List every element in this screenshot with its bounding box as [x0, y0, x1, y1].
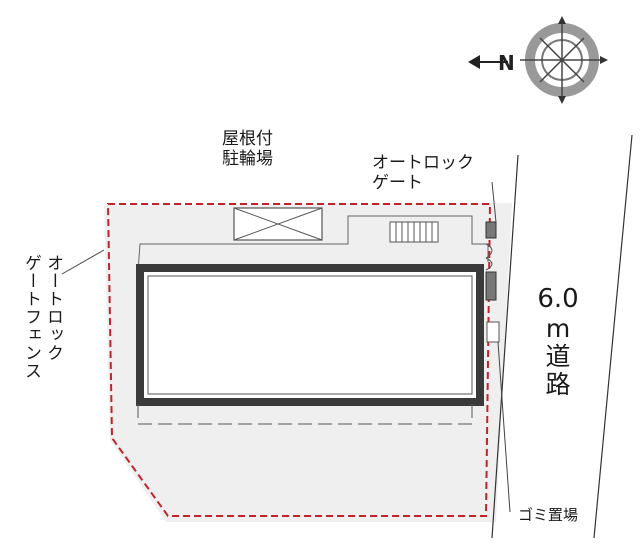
property-boundary	[106, 203, 492, 517]
autolock-gate-fence-label-col2: ゲートフェンス	[21, 254, 41, 380]
compass-rose	[520, 16, 608, 104]
road-word-2: 路	[545, 370, 571, 399]
road-width: 6.0	[537, 284, 579, 314]
north-arrow-icon	[468, 55, 508, 69]
north-letter: N	[498, 51, 515, 75]
gate-elements	[485, 221, 500, 343]
leader-lines	[61, 181, 511, 513]
walkway-outline	[137, 215, 489, 273]
autolock-gate-fence-label: オートロック ゲートフェンス	[20, 254, 64, 380]
stairs	[389, 221, 439, 243]
garbage-area-label: ゴミ置場	[518, 506, 579, 524]
bike-parking-label-line1: 屋根付	[222, 129, 273, 149]
eaves-line	[137, 404, 473, 425]
road-unit: m	[545, 314, 571, 343]
bike-parking	[233, 207, 323, 241]
autolock-gate-label: オートロック ゲート	[372, 153, 474, 193]
bike-parking-label-line2: 駐輪場	[222, 149, 273, 169]
autolock-gate-label-line1: オートロック	[372, 153, 474, 173]
autolock-gate-fence-label-col1: オートロック	[43, 254, 63, 362]
building	[136, 264, 484, 406]
bike-parking-label: 屋根付 駐輪場	[222, 129, 273, 169]
autolock-gate-label-line2: ゲート	[372, 173, 423, 193]
road-label: 6.0 m 道 路	[530, 285, 586, 399]
road	[491, 134, 633, 539]
road-word-1: 道	[545, 342, 571, 371]
